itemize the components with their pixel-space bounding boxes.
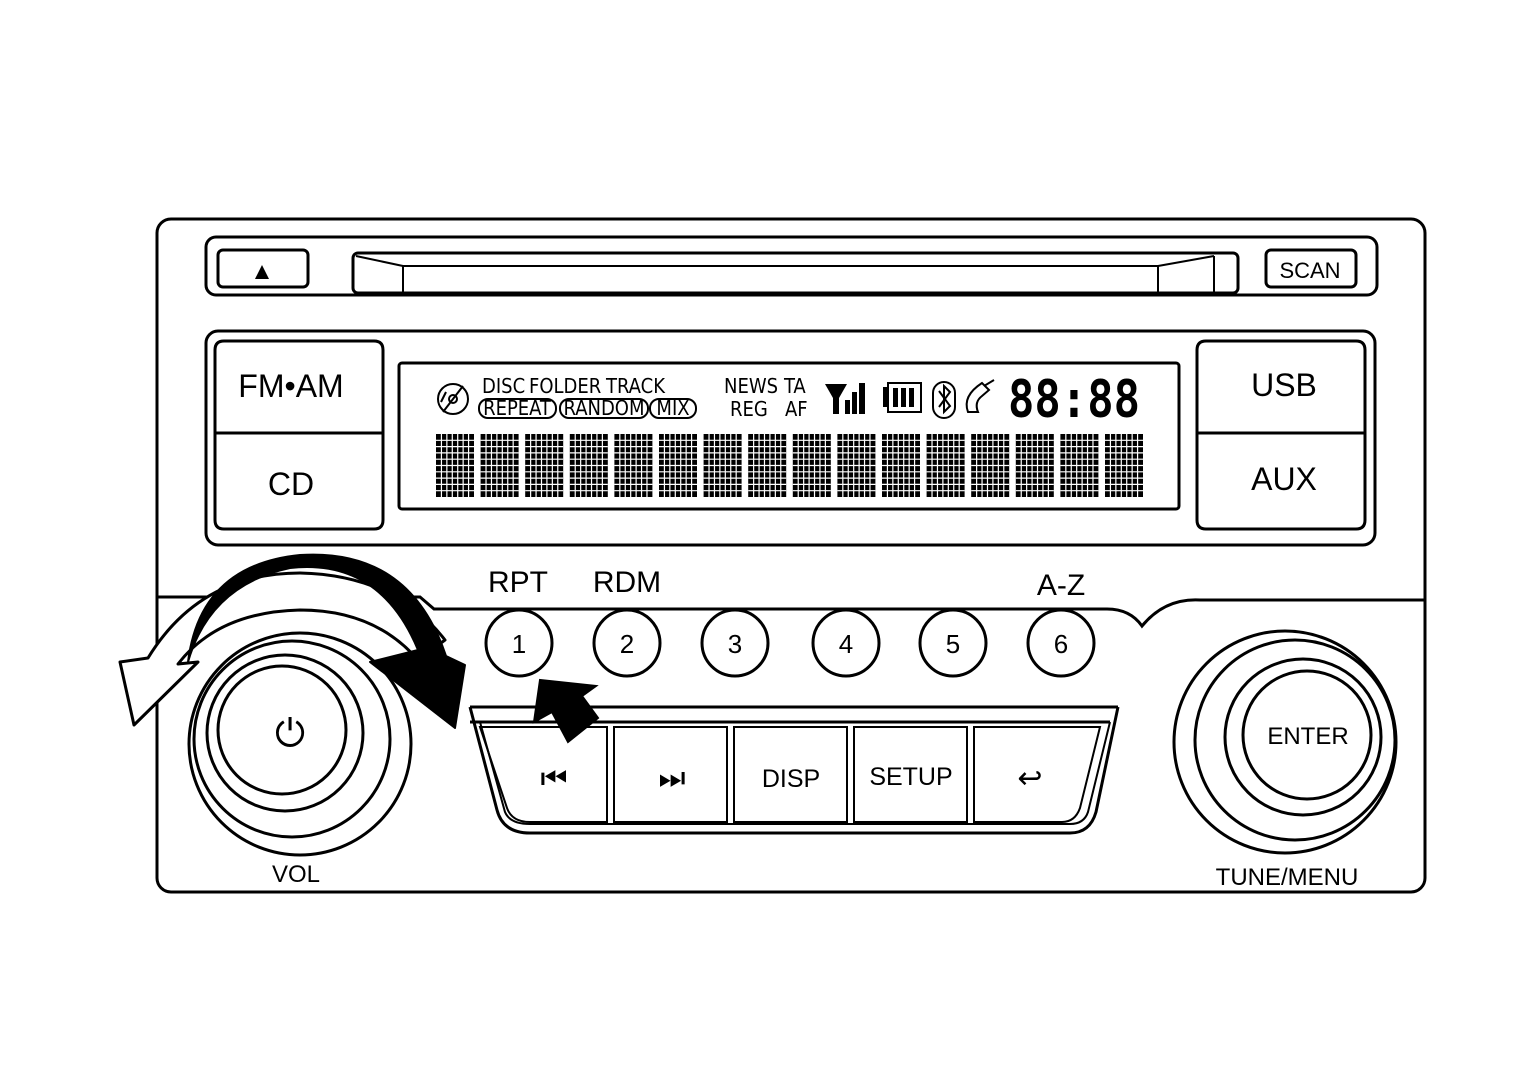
folder-indicator: FOLDER <box>529 374 601 398</box>
volume-power-knob[interactable]: ⏻ <box>187 631 413 857</box>
back-button[interactable]: ↩ <box>973 726 1102 823</box>
fm-am-label: FM•AM <box>238 368 343 404</box>
lcd-character-cell <box>882 434 920 497</box>
preset-6-label: 6 <box>1054 629 1068 659</box>
lcd-character-cell <box>971 434 1010 497</box>
cd-label: CD <box>268 466 314 502</box>
next-track-button[interactable]: ⏭ <box>613 726 728 823</box>
rotate-counterclockwise-arrow-icon <box>118 571 447 727</box>
scan-button[interactable]: SCAN <box>1264 248 1358 289</box>
preset-6-function-label: A-Z <box>1037 569 1085 602</box>
clock-display: 88:88 <box>1008 370 1140 430</box>
battery-icon <box>883 382 922 413</box>
preset-3-label: 3 <box>728 629 742 659</box>
enter-label: ENTER <box>1267 723 1348 750</box>
tune-menu-knob[interactable]: ENTER <box>1172 629 1398 855</box>
preset-4-label: 4 <box>839 629 853 659</box>
back-icon: ↩ <box>1017 762 1042 795</box>
previous-track-icon: ⏮ <box>541 762 568 795</box>
tune-menu-label: TUNE/MENU <box>1216 864 1359 891</box>
lcd-character-cell <box>1015 434 1054 497</box>
lcd-character-cell <box>614 434 653 497</box>
mix-indicator: MIX <box>649 396 697 420</box>
press-arrow-icon <box>532 678 600 744</box>
lcd-character-cell <box>569 434 608 497</box>
af-indicator: AF <box>785 397 808 421</box>
lcd-character-cell <box>748 434 787 497</box>
preset-2-function-label: RDM <box>593 566 661 599</box>
rotate-clockwise-arrow-icon <box>187 553 466 729</box>
radio-bezel <box>155 217 1427 894</box>
aux-label: AUX <box>1251 461 1317 497</box>
setup-button[interactable]: SETUP <box>853 726 968 823</box>
cd-button[interactable]: CD <box>213 431 385 531</box>
lcd-character-cell <box>525 434 564 497</box>
lcd-character-cell <box>480 434 519 497</box>
reg-indicator: REG <box>730 397 768 421</box>
disc-indicator: DISC <box>482 374 525 398</box>
previous-track-button[interactable]: ⏮ <box>478 726 608 823</box>
signal-strength-icon <box>825 383 865 414</box>
phone-icon <box>965 379 995 413</box>
lcd-character-cell <box>837 434 876 497</box>
cd-slot <box>351 251 1240 295</box>
random-indicator: RANDOM <box>559 396 649 420</box>
lcd-screen: DISC FOLDER TRACK REPEAT RANDOM MIX NEWS… <box>397 361 1181 511</box>
preset-button-5[interactable]: 5 <box>918 608 988 678</box>
next-track-icon: ⏭ <box>659 762 686 795</box>
usb-button[interactable]: USB <box>1195 339 1367 435</box>
lcd-character-cell <box>1105 434 1143 497</box>
news-indicator: NEWS <box>724 374 778 398</box>
disc-icon <box>437 383 469 415</box>
svg-text:MIX: MIX <box>656 396 689 420</box>
fm-am-button[interactable]: FM•AM <box>213 339 385 435</box>
preset-button-1[interactable]: 1 <box>484 608 554 678</box>
preset-5-label: 5 <box>946 629 960 659</box>
aux-button[interactable]: AUX <box>1195 431 1367 531</box>
preset-button-4[interactable]: 4 <box>811 608 881 678</box>
ta-indicator: TA <box>783 374 806 398</box>
power-icon: ⏻ <box>275 713 305 755</box>
lcd-character-cells <box>436 434 1143 497</box>
preset-button-6[interactable]: 6 <box>1026 608 1096 678</box>
preset-button-2[interactable]: 2 <box>592 608 662 678</box>
scan-label: SCAN <box>1279 258 1340 283</box>
disp-label: DISP <box>762 765 820 793</box>
eject-icon: ▲ <box>250 258 274 285</box>
setup-label: SETUP <box>869 763 952 791</box>
track-indicator: TRACK <box>605 374 666 398</box>
lcd-character-cell <box>926 434 965 497</box>
usb-label: USB <box>1251 367 1317 403</box>
lcd-character-cell <box>703 434 742 497</box>
volume-label: VOL <box>272 861 320 888</box>
repeat-indicator: REPEAT <box>478 396 557 420</box>
lcd-character-cell <box>436 434 474 497</box>
lower-panel <box>157 595 1425 629</box>
bluetooth-icon <box>932 381 956 419</box>
lcd-character-cell <box>659 434 697 497</box>
lcd-character-cell <box>1060 434 1099 497</box>
display-panel <box>204 329 1377 547</box>
lcd-character-cell <box>792 434 831 497</box>
preset-1-label: 1 <box>512 629 526 659</box>
svg-text:REPEAT: REPEAT <box>483 396 552 420</box>
preset-button-3[interactable]: 3 <box>700 608 770 678</box>
cd-slot-strip <box>204 235 1379 297</box>
disp-button[interactable]: DISP <box>733 726 848 823</box>
preset-1-function-label: RPT <box>488 566 548 599</box>
preset-2-label: 2 <box>620 629 634 659</box>
svg-text:RANDOM: RANDOM <box>564 396 645 420</box>
eject-button[interactable]: ▲ <box>216 248 310 289</box>
